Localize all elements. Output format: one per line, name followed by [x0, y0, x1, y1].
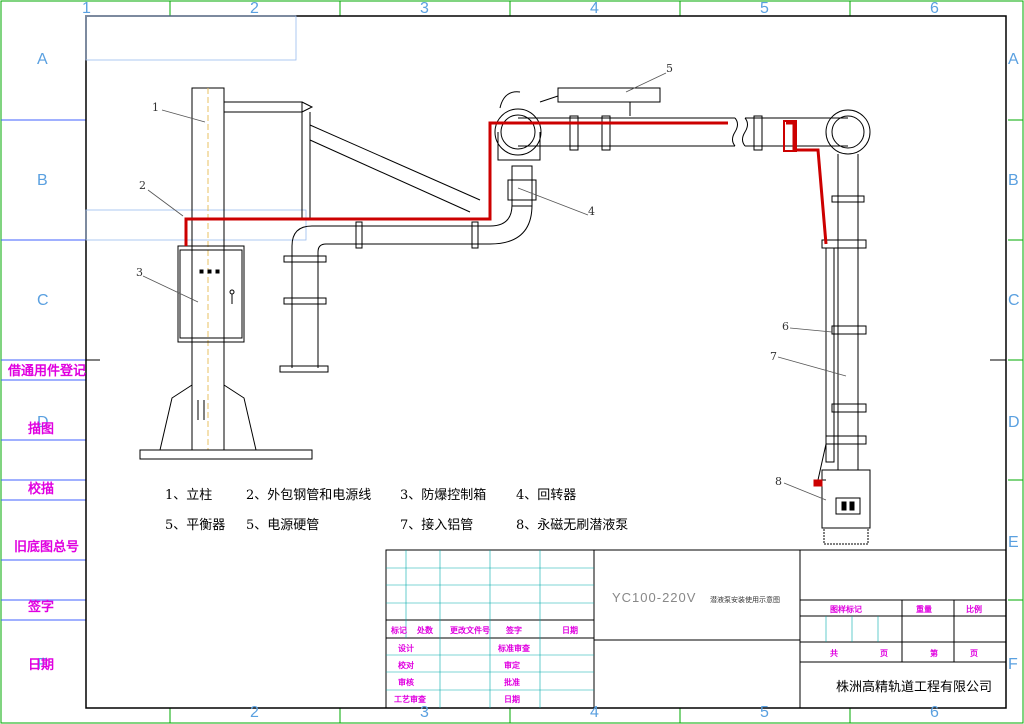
col-number-bottom: 3: [420, 704, 429, 721]
callout-number: 6: [782, 320, 789, 333]
col-number-top: 3: [420, 0, 429, 17]
right-header: 重量: [916, 605, 932, 614]
row-letter-right: C: [1008, 292, 1020, 309]
side-label-old-drawing-no: 旧底图总号: [14, 540, 80, 555]
callout-number: 1: [152, 101, 159, 114]
lower-pipe: [279, 170, 533, 373]
rev-header: 更改文件号: [450, 626, 490, 635]
drawing-name: 潜液泵安装使用示意图: [710, 596, 780, 604]
side-label-borrow-register: 借通用件登记: [8, 364, 87, 379]
row-letter-right: A: [1008, 51, 1019, 68]
callout-number: 7: [770, 350, 777, 363]
top-arm: [223, 101, 481, 220]
control-box: [177, 245, 245, 343]
title-block-grid: [386, 550, 879, 708]
right-header: 比例: [966, 605, 982, 614]
row-letter-right: F: [1008, 656, 1018, 673]
right-header: 图样标记: [830, 605, 862, 614]
callout-number: 4: [588, 205, 595, 218]
power-line: [184, 121, 728, 246]
legend-item: 5、电源硬管: [246, 518, 320, 533]
sign-row-label: 校对: [398, 661, 414, 670]
approval-row-label: 批准: [504, 678, 520, 687]
legend-item: 1、立柱: [165, 488, 213, 503]
down-pipe: [817, 154, 867, 481]
callout-number: 5: [666, 62, 673, 75]
row-letter-left: F: [37, 656, 47, 673]
row-letter-left: A: [37, 51, 48, 68]
legend-item: 3、防爆控制箱: [400, 488, 487, 503]
callout-number: 3: [136, 266, 143, 279]
sheet-label: 页: [880, 649, 888, 658]
legend-item: 8、永磁无刷潜液泵: [516, 518, 629, 533]
sign-row-label: 工艺审查: [394, 695, 426, 704]
legend-item: 4、回转器: [516, 488, 577, 503]
row-letter-left: D: [37, 414, 49, 431]
company-name: 株洲高精轨道工程有限公司: [836, 680, 993, 695]
right-swivel: [825, 109, 871, 155]
row-letter-right: B: [1008, 172, 1019, 189]
row-letter-left: B: [37, 172, 48, 189]
rev-header: 处数: [417, 626, 433, 635]
left-strip-lines: [1, 119, 86, 621]
callout-leaders: [142, 72, 847, 501]
guide-boxes: [85, 15, 307, 241]
zone-ticks: [169, 1, 1023, 723]
sheet-label: 共: [830, 649, 838, 658]
col-number-top: 6: [930, 0, 939, 17]
side-label-check-trace: 校描: [28, 482, 55, 497]
side-label-tracing: 描图: [28, 422, 55, 437]
col-number-bottom: 5: [760, 704, 769, 721]
legend-item: 7、接入铝管: [400, 518, 474, 533]
submersible-pump: [813, 469, 871, 545]
callout-number: 2: [139, 179, 146, 192]
sheet-label: 第: [930, 649, 938, 658]
sign-row-label: 设计: [398, 644, 414, 653]
col-number-bottom: 4: [590, 704, 599, 721]
row-letter-left: C: [37, 292, 49, 309]
swivel-joint: [494, 91, 542, 207]
col-number-top: 2: [250, 0, 259, 17]
approval-row-label: 日期: [504, 695, 520, 704]
upper-arm: [518, 87, 848, 151]
side-label-signature: 签字: [28, 600, 55, 615]
drawing-number: YC100-220V: [612, 590, 697, 605]
sheet-label: 页: [970, 649, 978, 658]
rev-header: 日期: [562, 626, 578, 635]
col-number-bottom: 6: [930, 704, 939, 721]
column-post: [139, 87, 313, 460]
power-line-right: [786, 121, 828, 245]
rev-header: 签字: [506, 626, 522, 635]
col-number-top: 5: [760, 0, 769, 17]
callout-number: 8: [775, 475, 782, 488]
approval-row-label: 标准审查: [498, 644, 530, 653]
col-number-top: 1: [82, 0, 91, 17]
legend-item: 5、平衡器: [165, 518, 226, 533]
row-letter-right: D: [1008, 414, 1020, 431]
rev-header: 标记: [391, 626, 407, 635]
sign-row-label: 审核: [398, 678, 414, 687]
side-label-date: 日期: [28, 658, 55, 673]
approval-row-label: 审定: [504, 661, 520, 670]
col-number-top: 4: [590, 0, 599, 17]
col-number-bottom: 2: [250, 704, 259, 721]
legend-item: 2、外包钢管和电源线: [246, 488, 372, 503]
row-letter-right: E: [1008, 534, 1019, 551]
